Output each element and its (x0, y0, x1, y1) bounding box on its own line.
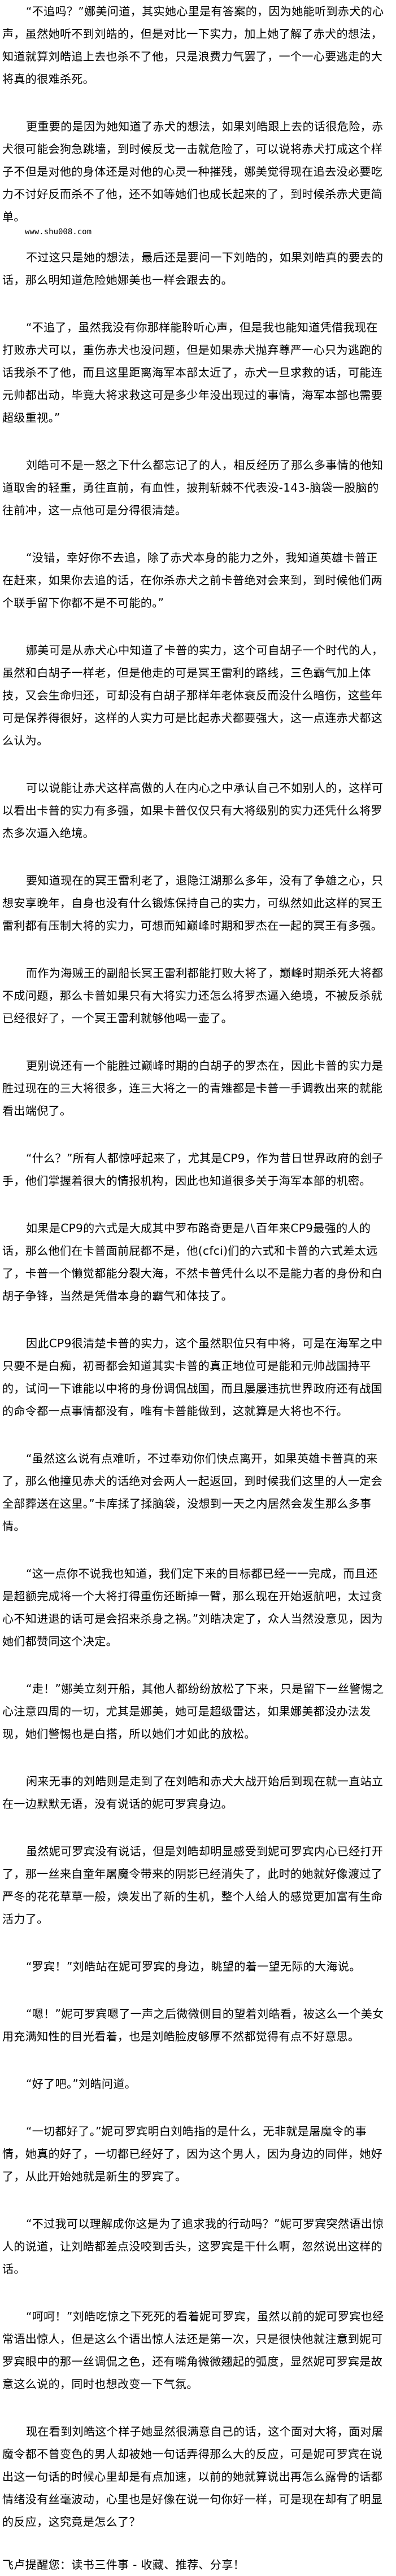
paragraph: 可以说能让赤犬这样高傲的人在内心之中承认自己不如别人的，这样可以看出卡普的实力有… (2, 781, 384, 840)
paragraph: 娜美可是从赤犬心中知道了卡普的实力，这个可自胡子一个时代的人，虽然和白胡子一样老… (2, 643, 384, 747)
paragraph: “罗宾！”刘皓站在妮可罗宾的身边，眺望的着一望无际的大海说。 (26, 1960, 361, 1973)
paragraph: 现在看到刘皓这个样子她显然很满意自己的话，这个面对大将，面对屠魔令都不曾变色的男… (2, 2425, 384, 2529)
paragraph: “不追吗？”娜美问道，其实她心里是有答案的，因为她能听到赤犬的心声，虽然她听不到… (2, 5, 384, 86)
paragraph: 虽然妮可罗宾没有说话，但是刘皓却明显感受到妮可罗宾内心已经打开了，那一丝来自童年… (2, 1845, 384, 1926)
paragraph: “没错，幸好你不去追，除了赤犬本身的能力之外，我知道英雄卡普正在赶来，如果你去追… (2, 551, 383, 610)
paragraph: “这一点你不说我也知道，我们定下来的目标都已经一一完成，而且还是超额完成将一个大… (2, 1567, 383, 1648)
paragraph: 不过这只是她的想法，最后还是要问一下刘皓的，如果刘皓真的要去的话，那么明知道危险… (2, 251, 384, 287)
paragraph: 如果是CP9的六式是大成其中罗布路奇更是八百年来CP9最强的人的话，那么他们在卡… (2, 1221, 383, 1303)
paragraph: 因此CP9很清楚卡普的实力，这个虽然职位只有中将，可是在海军之中只要不是白痴，初… (2, 1337, 383, 1418)
paragraph: 更别说还有一个能胜过巅峰时期的白胡子的罗杰在，因此卡普的实力是胜过现在的三大将很… (2, 1059, 384, 1118)
paragraph: 更重要的是因为她知道了赤犬的想法，如果刘皓跟上去的话很危险，赤犬很可能会狗急跳墙… (2, 120, 384, 224)
paragraph: 闲来无事的刘皓则是走到了在刘皓和赤犬大战开始后到现在就一直站立在一边默默无语，没… (2, 1775, 384, 1811)
paragraph: “嗯！”妮可罗宾嗯了一声之后微微侧目的望着刘皓看，被这么一个美女用充满知性的目光… (2, 2007, 384, 2043)
paragraph: “走！”娜美立刻开船，其他人都纷纷放松了下来，只是留下一丝警惕之心注意四周的一切… (2, 1682, 384, 1741)
paragraph: 要知道现在的冥王雷利老了，退隐江湖那么多年，没有了争雄之心，只想安享晚年，自身也… (2, 874, 384, 932)
paragraph: “不追了，虽然我没有你那样能聆听心声，但是我也能知道凭借我现在打败赤犬可以，重伤… (2, 321, 383, 424)
paragraph: 而作为海贼王的副船长冥王雷利都能打败大将了，巅峰时期杀死大将都不成问题，那么卡普… (2, 966, 384, 1025)
footer-reminder: 飞卢提醒您：读书三件事 - 收藏、推荐、分享！ (2, 2558, 245, 2571)
paragraph: “一切都好了。”妮可罗宾明白刘皓指的是什么，无非就是屠魔令的事情，她真的好了，一… (2, 2124, 383, 2183)
paragraph: “呵呵！”刘皓吃惊之下死死的看着妮可罗宾，虽然以前的妮可罗宾也经常语出惊人，但是… (2, 2310, 384, 2391)
paragraph: 刘皓可不是一怒之下什么都忘记了的人，相反经历了那么多事情的他知道取舍的轻重，勇往… (2, 458, 384, 517)
paragraph: “好了吧。”刘皓问道。 (26, 2077, 137, 2091)
paragraph: “什么？”所有人都惊呼起来了，尤其是CP9，作为昔日世界政府的刽子手，他们掌握着… (2, 1151, 384, 1188)
paragraph: “虽然这么说有点难听，不过奉劝你们快点离开，如果英雄卡普真的来了，那么他撞见赤犬… (2, 1452, 383, 1533)
paragraph: “不过我可以理解成你这是为了追求我的行动吗？”妮可罗宾突然语出惊人的说道，让刘皓… (2, 2217, 384, 2276)
watermark-url: www.shu008.com (25, 227, 92, 236)
